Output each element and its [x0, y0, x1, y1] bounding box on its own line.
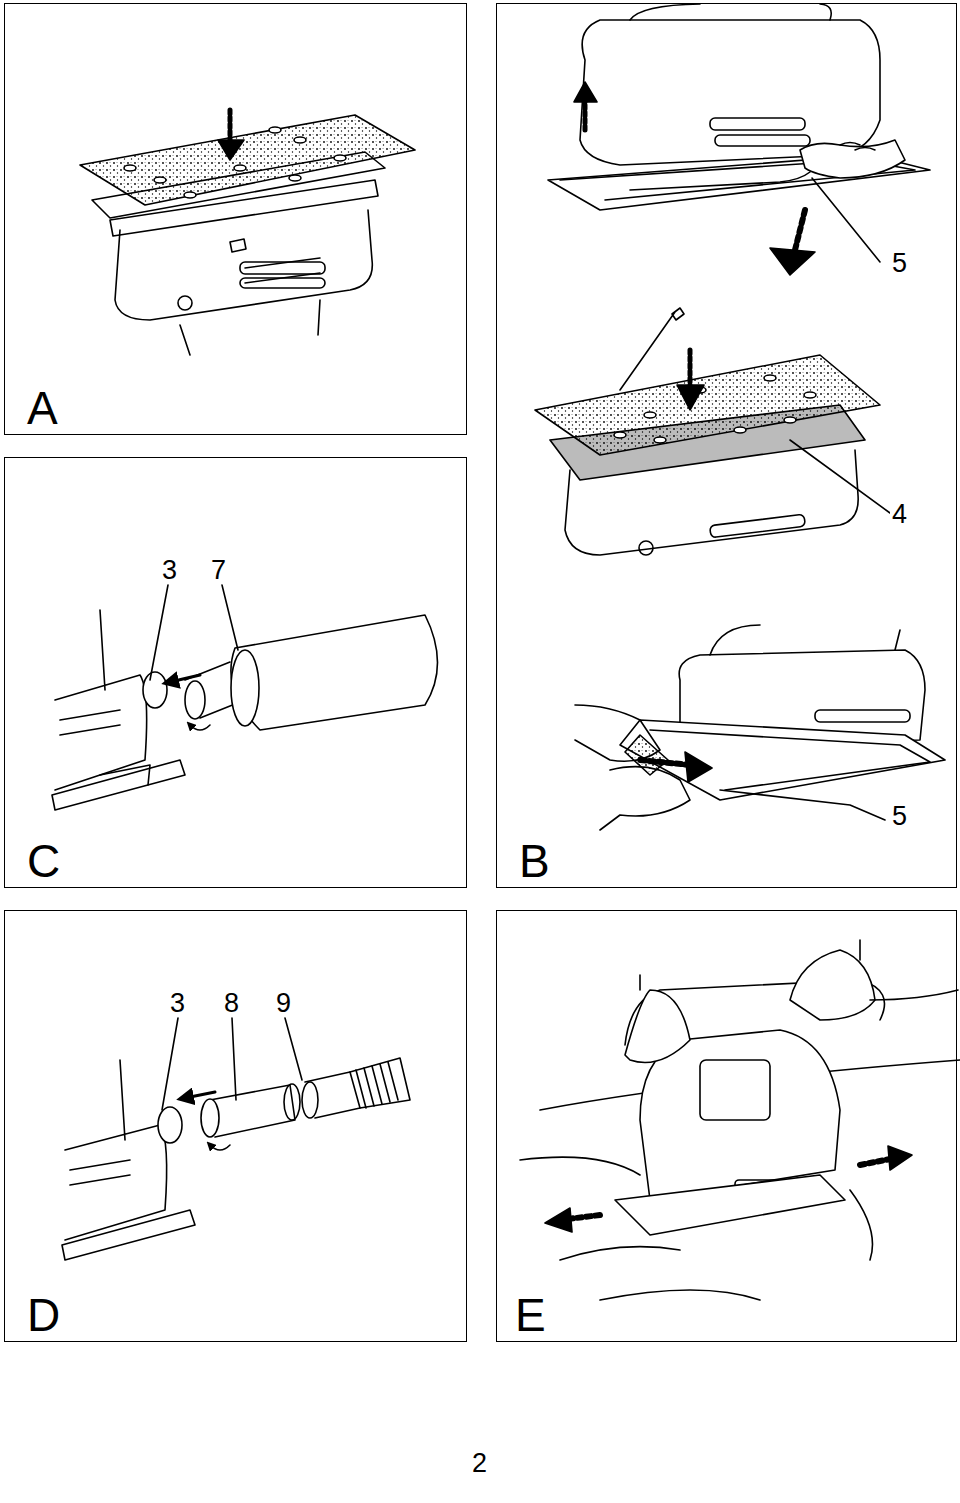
- panel-letter: D: [27, 1292, 60, 1338]
- panel-c-art: [52, 585, 438, 810]
- panel-e-art: [520, 940, 960, 1300]
- page-number: 2: [470, 1450, 489, 1477]
- panel-letter: A: [27, 385, 58, 431]
- callout-number: 5: [890, 803, 909, 830]
- panel-b-bottom-art: [575, 625, 945, 830]
- figure-panel: A: [4, 3, 467, 435]
- panel-letter: C: [27, 838, 60, 884]
- panel-d-art: [62, 1018, 410, 1260]
- callout-number: 7: [209, 557, 228, 584]
- panel-b-mid-art: [535, 308, 890, 555]
- callout-number: 8: [222, 990, 241, 1017]
- panel-a-art: [80, 110, 415, 355]
- callout-number: 9: [274, 990, 293, 1017]
- callout-number: 4: [890, 501, 909, 528]
- panel-letter: E: [515, 1292, 546, 1338]
- figure-panel: D: [4, 910, 467, 1342]
- panel-b-top-art: [548, 4, 930, 275]
- figure-panel: C: [4, 457, 467, 888]
- callout-number: 3: [160, 557, 179, 584]
- callout-number: 5: [890, 250, 909, 277]
- panel-letter: B: [519, 838, 550, 884]
- callout-number: 3: [168, 990, 187, 1017]
- figure-panel: B: [496, 3, 957, 888]
- figure-panel: E: [496, 910, 957, 1342]
